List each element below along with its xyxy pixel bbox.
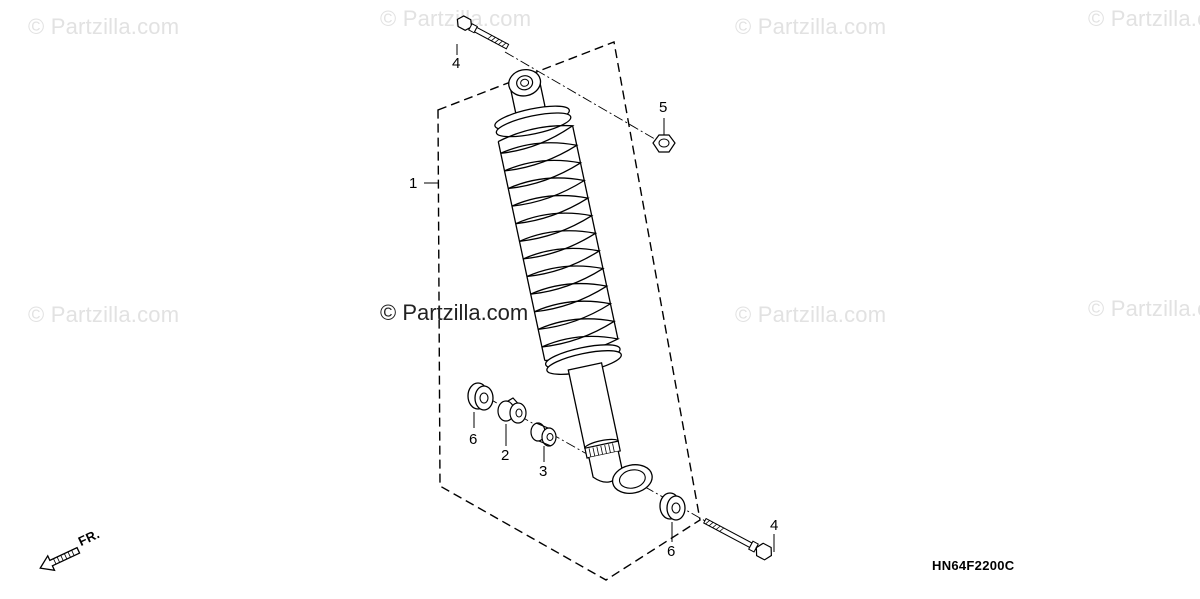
watermark-top-center: © Partzilla.com: [380, 6, 532, 31]
callout-1: 1: [409, 175, 418, 192]
watermark-top-far-right: © Partzilla.com: [1088, 6, 1200, 31]
assembly-outline: [437, 41, 701, 581]
bolt-bottom: [703, 517, 772, 561]
bolt-top: [456, 15, 510, 50]
callout-3: 3: [539, 463, 548, 480]
callout-4-bottom: 4: [770, 517, 779, 534]
watermark-mid-right: © Partzilla.com: [735, 302, 887, 327]
callout-6-left: 6: [469, 431, 478, 448]
shock-absorber: [494, 68, 653, 494]
callout-6-right: 6: [667, 543, 676, 560]
dust-seal-right: [659, 492, 686, 521]
callout-4-top: 4: [452, 55, 461, 72]
watermark-main: © Partzilla.com: [380, 300, 529, 325]
watermark-top-right: © Partzilla.com: [735, 14, 887, 39]
watermark-mid-far-right: © Partzilla.com: [1088, 296, 1200, 321]
bushing-3: [530, 422, 557, 447]
collar-2: [497, 397, 527, 424]
callout-2: 2: [501, 447, 510, 464]
diagram-code: HN64F2200C: [932, 558, 1015, 573]
dust-seal-left: [467, 382, 494, 411]
front-arrow-icon: [39, 546, 81, 572]
watermark-top-left: © Partzilla.com: [28, 14, 180, 39]
axis-top: [504, 51, 661, 143]
callout-5: 5: [659, 99, 668, 116]
watermark-mid-left: © Partzilla.com: [28, 302, 180, 327]
nut-5: [652, 134, 676, 153]
